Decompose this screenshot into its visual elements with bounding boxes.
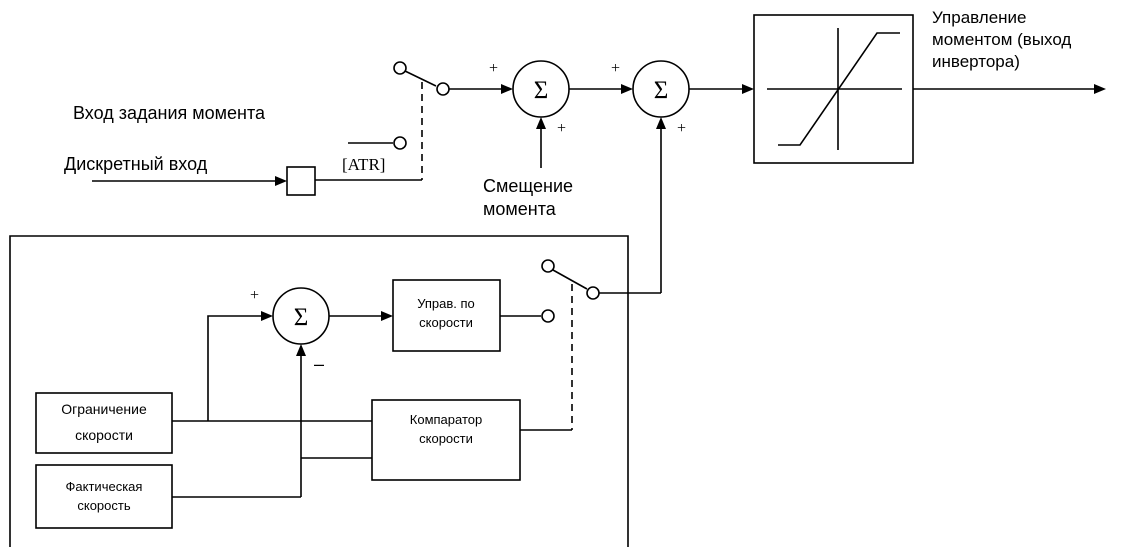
arrow-into-sum1 bbox=[501, 84, 513, 94]
switch-common-terminal bbox=[436, 82, 450, 96]
switch-blade bbox=[404, 70, 437, 87]
speed-limit-section-frame bbox=[9, 235, 629, 547]
atr-label: [ATR] bbox=[342, 155, 385, 174]
torque-bias-label-line1: Смещение bbox=[483, 176, 573, 196]
sum3-sigma-symbol: Σ bbox=[294, 304, 309, 331]
speed-control-label-line1: Управ. по bbox=[417, 296, 475, 311]
torque-bias-label-line2: момента bbox=[483, 199, 557, 219]
sum1-sigma-symbol: Σ bbox=[534, 77, 549, 104]
sum3-minus-bottom: – bbox=[314, 354, 324, 374]
actual-speed-label-line1: Фактическая bbox=[66, 479, 143, 494]
digital-input-label: Дискретный вход bbox=[64, 154, 208, 174]
speed-limit-feed-wire bbox=[207, 315, 266, 421]
sum2-plus-left: + bbox=[611, 60, 620, 77]
arrow-into-atr-box bbox=[275, 176, 287, 186]
switch2-terminal-lower bbox=[541, 309, 555, 323]
output-label-line2: моментом (выход bbox=[932, 30, 1071, 49]
switch2-common-terminal bbox=[586, 286, 600, 300]
arrow-into-sum2 bbox=[621, 84, 633, 94]
atr-function-box bbox=[286, 166, 316, 196]
arrow-bias-into-sum1 bbox=[536, 117, 546, 129]
arrow-into-speed-control bbox=[381, 311, 393, 321]
speed-limit-block bbox=[35, 392, 173, 454]
sum3-plus-left: + bbox=[250, 287, 259, 304]
comparator-label-line1: Компаратор bbox=[410, 412, 482, 427]
torque-reference-input-label: Вход задания момента bbox=[73, 103, 266, 123]
output-label-line3: инвертора) bbox=[932, 52, 1020, 71]
switch-terminal-torque-ref bbox=[393, 136, 407, 150]
switch2-terminal-upper bbox=[541, 259, 555, 273]
arrow-into-sum3-bottom bbox=[296, 344, 306, 356]
speed-limit-label-line1: Ограничение bbox=[61, 401, 147, 417]
sum1-plus-bottom: + bbox=[557, 120, 566, 137]
actual-speed-block bbox=[35, 464, 173, 529]
speed-control-label-line2: скорости bbox=[419, 315, 473, 330]
switch2-blade bbox=[552, 269, 588, 290]
speed-limit-label-line2: скорости bbox=[75, 427, 133, 443]
sum2-sigma-symbol: Σ bbox=[654, 77, 669, 104]
output-arrow bbox=[1094, 84, 1106, 94]
arrow-into-sum3 bbox=[261, 311, 273, 321]
actual-speed-label-line2: скорость bbox=[77, 498, 130, 513]
sum2-plus-bottom: + bbox=[677, 120, 686, 137]
output-label-line1: Управление bbox=[932, 8, 1027, 27]
speed-comparator-block bbox=[371, 399, 521, 481]
sum1-plus-left: + bbox=[489, 60, 498, 77]
arrow-into-limiter bbox=[742, 84, 754, 94]
comparator-label-line2: скорости bbox=[419, 431, 473, 446]
limiter-saturation-curve bbox=[778, 32, 900, 146]
arrow-into-sum2-bottom bbox=[656, 117, 666, 129]
switch-terminal-upper bbox=[393, 61, 407, 75]
